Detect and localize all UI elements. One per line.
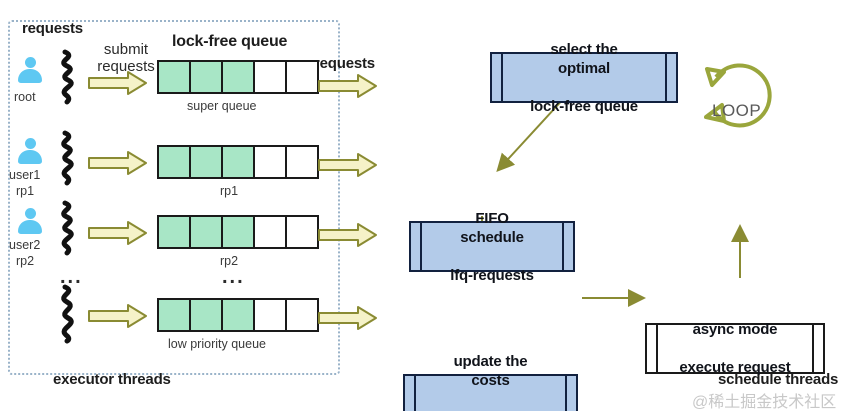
- queue-label-rp2: rp2: [220, 254, 239, 268]
- loop-circular-arrow-icon: [704, 63, 772, 128]
- box-async-mode-execute-request[interactable]: async mode execute request: [645, 321, 825, 376]
- queue-cell: [253, 298, 287, 332]
- box-select-line1: select the optimal: [550, 40, 618, 77]
- queue-label-rp1: rp1: [220, 184, 239, 198]
- arrow-out-1: [318, 74, 377, 98]
- queue-ellipsis: ...: [222, 266, 245, 288]
- queue-cell: [253, 215, 287, 249]
- box-select-optimal-lock-free-queue[interactable]: select the optimal lock-free queue: [490, 41, 678, 115]
- avatar-body-icon: [18, 150, 42, 164]
- queue-cell: [285, 145, 319, 179]
- user-sub-label-rp2: rp2: [16, 254, 35, 268]
- queue-rp1: [157, 145, 319, 179]
- thread-squiggle-icon-1: [61, 49, 74, 105]
- queue-cell: [221, 145, 255, 179]
- user-label-user1: user1: [9, 168, 41, 182]
- queue-cell: [189, 145, 223, 179]
- box-update-line1: update the costs: [453, 353, 528, 389]
- avatar-head-icon: [25, 138, 36, 149]
- queue-cell: [253, 60, 287, 94]
- queue-low-priority: [157, 298, 319, 332]
- executor-threads-panel: [8, 20, 340, 375]
- user-label-root: root: [14, 90, 36, 104]
- queue-label-super: super queue: [187, 99, 257, 113]
- executor-threads-footer: executor threads: [53, 371, 171, 388]
- watermark: @稀土掘金技术社区: [692, 394, 837, 411]
- avatar-user2: [17, 208, 43, 238]
- lock-free-queue-title: lock-free queue: [172, 33, 288, 50]
- arrow-submit-1: [88, 71, 147, 95]
- queue-cell: [157, 60, 191, 94]
- queue-cell: [221, 298, 255, 332]
- avatar-body-icon: [18, 69, 42, 83]
- queue-cell: [157, 145, 191, 179]
- user-label-user2: user2: [9, 238, 41, 252]
- queue-rp2: [157, 215, 319, 249]
- box-fifo-line2: lfq-requests: [450, 266, 534, 284]
- avatar-head-icon: [25, 208, 36, 219]
- requests-out-label: requests: [314, 55, 375, 72]
- user-sub-label-rp1: rp1: [16, 184, 35, 198]
- queue-cell: [157, 215, 191, 249]
- thread-squiggle-icon-3: [61, 200, 74, 256]
- avatar-root: [17, 57, 43, 87]
- avatar-head-icon: [25, 57, 36, 68]
- loop-label: LOOP: [712, 101, 762, 120]
- submit-requests-line1: submit: [103, 41, 149, 58]
- submit-requests-label: submit requests: [88, 41, 164, 75]
- queue-cell: [189, 298, 223, 332]
- queue-label-low-priority: low priority queue: [168, 337, 266, 351]
- requests-heading: requests: [22, 20, 83, 37]
- thread-squiggle-icon-2: [61, 130, 74, 186]
- arrow-submit-3: [88, 221, 147, 245]
- queue-cell: [221, 215, 255, 249]
- box-async-line1: async mode: [692, 321, 778, 338]
- thread-squiggle-icon-4: [61, 284, 74, 344]
- queue-cell: [285, 60, 319, 94]
- queue-cell: [285, 215, 319, 249]
- box-update-costs-of-lock-free-queue[interactable]: update the costs of lock-free queue: [403, 353, 578, 411]
- user-ellipsis: ...: [60, 266, 83, 288]
- queue-cell: [221, 60, 255, 94]
- arrow-out-3: [318, 223, 377, 247]
- box-select-line2: lock-free queue: [530, 97, 638, 115]
- queue-cell: [189, 60, 223, 94]
- box-fifo-line1: FIFO schedule: [460, 209, 524, 246]
- arrow-out-2: [318, 153, 377, 177]
- submit-requests-line2: requests: [97, 58, 155, 75]
- queue-cell: [253, 145, 287, 179]
- queue-super: [157, 60, 319, 94]
- avatar-body-icon: [18, 220, 42, 234]
- avatar-user1: [17, 138, 43, 168]
- schedule-threads-footer: schedule threads: [718, 371, 839, 388]
- queue-cell: [285, 298, 319, 332]
- arrow-out-4: [318, 306, 377, 330]
- arrow-submit-2: [88, 151, 147, 175]
- box-fifo-schedule-lfq-requests[interactable]: FIFO schedule lfq-requests: [409, 210, 575, 284]
- queue-cell: [189, 215, 223, 249]
- box-async-line2: execute request: [679, 359, 791, 376]
- queue-cell: [157, 298, 191, 332]
- arrow-submit-4: [88, 304, 147, 328]
